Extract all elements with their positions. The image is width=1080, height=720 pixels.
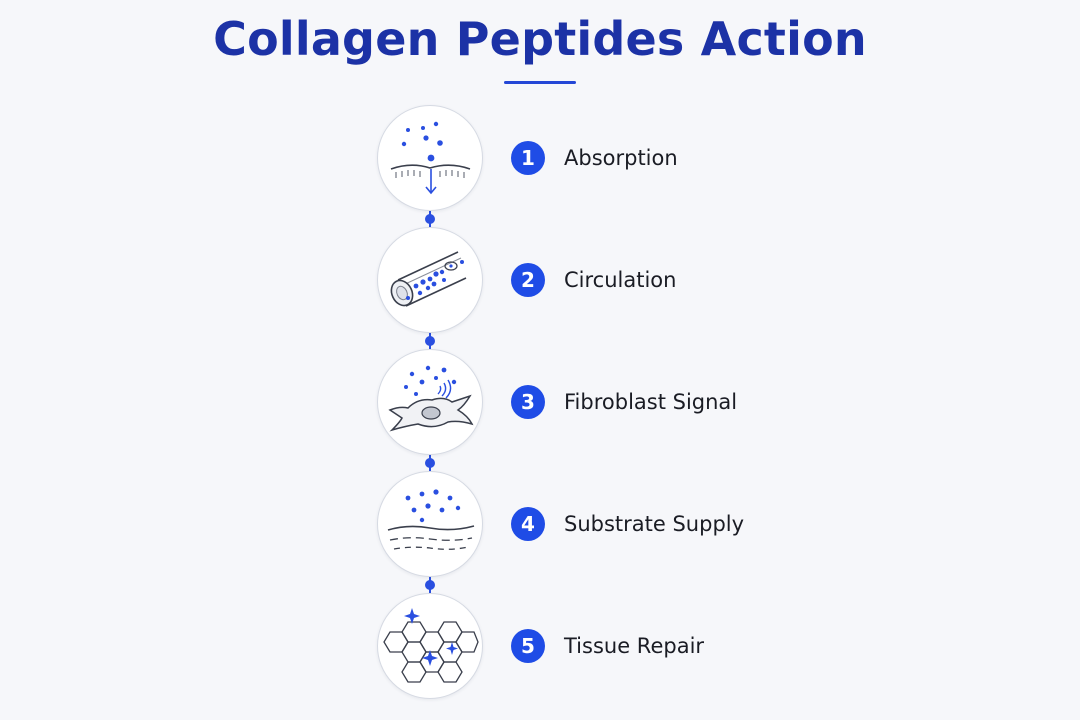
step-2-illustration: [377, 227, 483, 333]
step-3-badge: 3: [511, 385, 545, 419]
blood-vessel-icon: [390, 251, 467, 307]
fibroblast-cell-icon: [388, 365, 474, 432]
step-3-illustration: [377, 349, 483, 455]
diagram-title: Collagen Peptides Action: [213, 12, 867, 66]
step-5-illustration: [377, 593, 483, 699]
step-1-label: Absorption: [564, 146, 678, 170]
absorption-icon: [390, 121, 471, 195]
step-2-badge: 2: [511, 263, 545, 297]
connector-dot-2-3: [425, 336, 435, 346]
step-4-label: Substrate Supply: [564, 512, 745, 536]
step-5-badge: 5: [511, 629, 545, 663]
step-4-illustration: [377, 471, 483, 577]
connector-dot-4-5: [425, 580, 435, 590]
step-4-badge: 4: [511, 507, 545, 541]
tissue-layers-icon: [387, 489, 475, 550]
hexagon-lattice-icon: [383, 608, 479, 683]
connector-dot-1-2: [425, 214, 435, 224]
connector-dot-3-4: [425, 458, 435, 468]
step-1-illustration: [377, 105, 483, 211]
step-5-label: Tissue Repair: [564, 634, 705, 658]
step-1-badge: 1: [511, 141, 545, 175]
step-2-label: Circulation: [564, 268, 677, 292]
step-3-label: Fibroblast Signal: [564, 390, 738, 414]
title-underline: [504, 81, 576, 84]
